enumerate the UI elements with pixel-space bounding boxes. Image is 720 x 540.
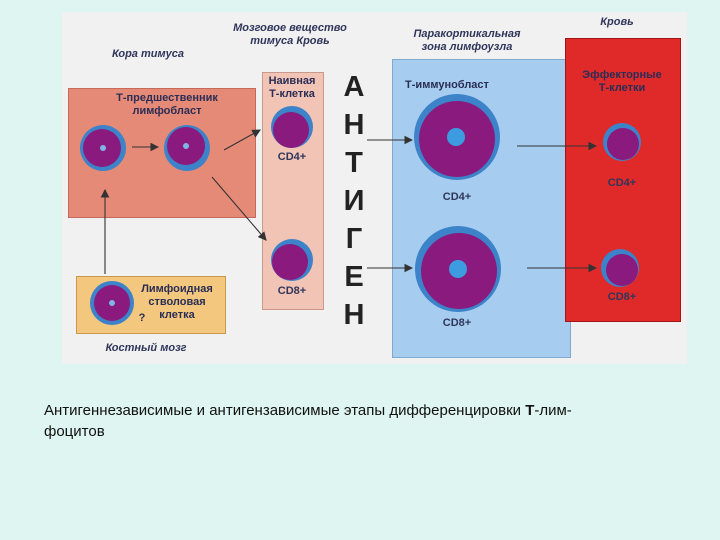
- diagram-figure: Кора тимуса Мозговое вещество тимуса Кро…: [62, 12, 687, 364]
- marker-naive-cd4: CD4+: [277, 151, 307, 163]
- label-blood: Кровь: [600, 16, 634, 28]
- antigen-letter: Н: [343, 109, 365, 141]
- cell-naive-cd4: [271, 106, 313, 148]
- label-stem-question: ?: [138, 312, 146, 324]
- caption-bold-t: Т: [525, 402, 535, 419]
- antigen-letter: Н: [343, 299, 365, 331]
- marker-naive-cd8: CD8+: [277, 285, 307, 297]
- marker-immunoblast-cd8: CD8+: [442, 317, 472, 329]
- marker-effector-cd4: CD4+: [607, 177, 637, 189]
- antigen-letter: А: [343, 71, 365, 103]
- cell-precursor-2: [164, 125, 210, 171]
- label-stem-cell: Лимфоидная стволовая клетка: [141, 283, 213, 321]
- label-precursor: Т-предшественник лимфобласт: [116, 92, 218, 117]
- antigen-letter: Т: [345, 147, 363, 179]
- label-thymus-medulla: Мозговое вещество тимуса Кровь: [233, 22, 347, 47]
- antigen-letter: Г: [345, 223, 363, 255]
- arrow-precursor-to-naive-cd8: [211, 176, 267, 241]
- label-naive: Наивная Т-клетка: [268, 75, 316, 100]
- cell-effector-cd4: [603, 123, 641, 161]
- cell-precursor-1: [80, 125, 126, 171]
- figure-caption: Антигеннезависимые и антигензависимые эт…: [44, 400, 684, 442]
- arrows: [100, 129, 598, 274]
- cell-effector-cd8: [601, 249, 639, 287]
- antigen-letter: И: [343, 185, 365, 217]
- label-bone-marrow: Костный мозг: [105, 342, 187, 354]
- cell-immunoblast-cd8: [415, 226, 501, 312]
- arrow-precursor-to-naive-cd4: [223, 129, 261, 151]
- antigen-vertical-label: А Н Т И Г Е Н: [342, 68, 366, 334]
- marker-effector-cd8: CD8+: [607, 291, 637, 303]
- antigen-letter: Е: [344, 261, 364, 293]
- marker-immunoblast-cd4: CD4+: [442, 191, 472, 203]
- caption-text-2: -лим- фоцитов: [44, 402, 572, 440]
- label-paracortical-zone: Паракортикальная зона лимфоузла: [413, 28, 521, 53]
- label-immunoblast: Т-иммунобласт: [405, 79, 489, 91]
- caption-text-1: Антигеннезависимые и антигензависимые эт…: [44, 402, 526, 419]
- cell-naive-cd8: [271, 239, 313, 281]
- cell-immunoblast-cd4: [414, 94, 500, 180]
- cell-stem: [90, 281, 134, 325]
- diagram-graphics: [80, 94, 641, 325]
- label-thymus-cortex: Кора тимуса: [112, 48, 184, 60]
- label-effector: Эффекторные Т-клетки: [582, 69, 662, 94]
